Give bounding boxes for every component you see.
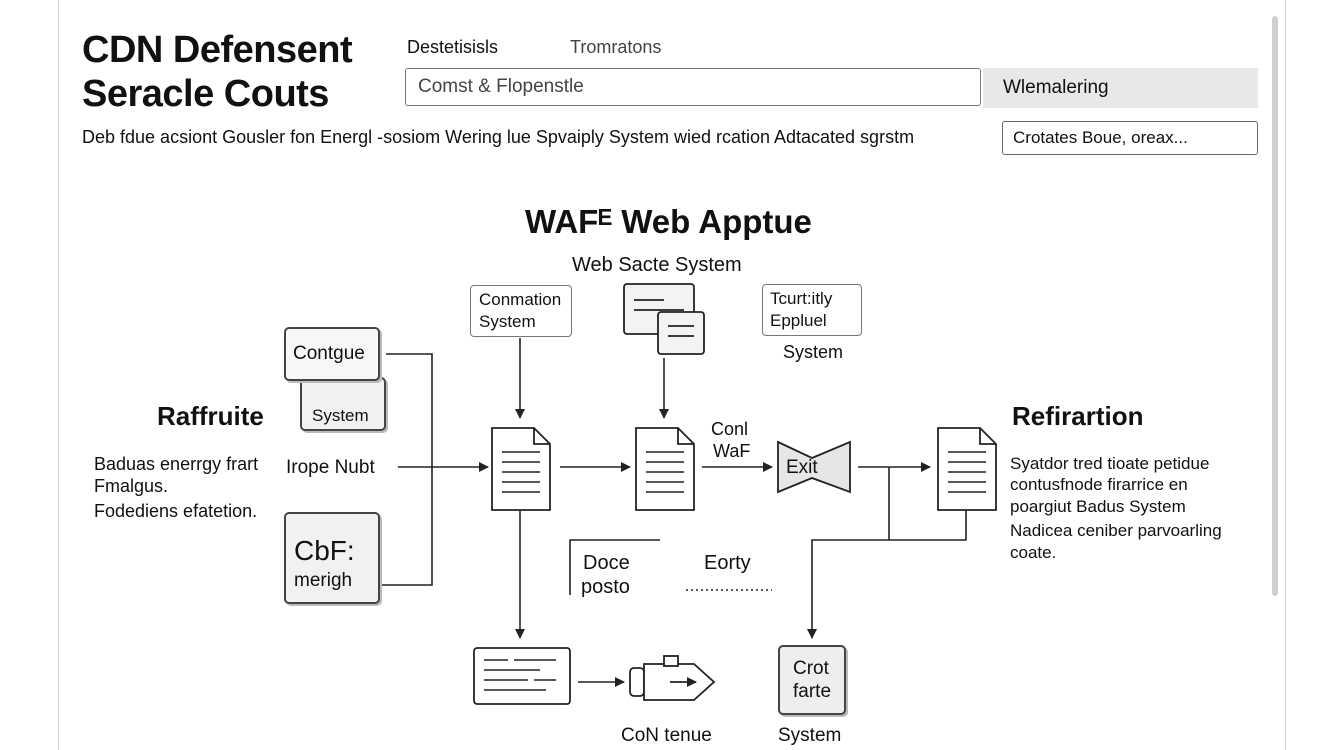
waf-label: WaF — [713, 441, 751, 461]
right-desc-line-2: contusfnode firarrice en — [1010, 475, 1188, 494]
left-desc-line-2: Fmalgus. — [94, 476, 169, 496]
conmation-label-2: System — [479, 312, 536, 331]
left-heading: Raffruite — [157, 401, 264, 431]
tcurt-caption: System — [783, 342, 844, 362]
right-desc-line-1: Syatdor tred tioate petidue — [1010, 454, 1210, 473]
diagram-subtitle: Web Sacte System — [572, 254, 742, 276]
scrollbar[interactable] — [1270, 10, 1280, 740]
right-heading: Refirartion — [1012, 401, 1144, 431]
doc3-to-crot-connector — [807, 467, 890, 639]
description-text: Deb fdue acsiont Gousler fon Energl -sos… — [82, 127, 915, 147]
bottom-left-label: CoN tenue — [621, 725, 712, 746]
cof-node[interactable]: CbF: merigh — [284, 512, 380, 604]
left-desc-line-3: Fodediens efatetion. — [94, 501, 258, 521]
options-select[interactable]: Crotates Boue, oreax... — [1002, 121, 1258, 155]
crot-label-2: farte — [793, 681, 832, 702]
cof-caption: merigh — [294, 570, 353, 591]
tcurt-label: Tcurt:itly — [770, 289, 833, 308]
right-desc-line-4: Nadicea ceniber parvoarling — [1010, 521, 1222, 540]
conmation-label: Conmation — [479, 290, 562, 309]
contgue-node[interactable]: Contgue — [284, 327, 380, 381]
left-desc-line-1: Baduas enerrgy frart — [94, 454, 259, 474]
system-node[interactable]: System — [300, 377, 386, 431]
connector-plug-icon — [629, 655, 716, 701]
exit-label: Exit — [786, 457, 818, 478]
doce-bracket — [569, 539, 660, 595]
scrollbar-thumb[interactable] — [1272, 16, 1278, 596]
contgue-node-label: Contgue — [293, 343, 365, 364]
document-icon — [937, 427, 997, 511]
diagram-title: WAFᴱ Web Apptue — [525, 203, 812, 240]
crot-caption: System — [778, 725, 842, 746]
document-icon — [635, 427, 695, 511]
page-title-line-2: Seracle Couts — [82, 73, 329, 115]
cof-label: CbF: — [294, 535, 355, 566]
conmation-node[interactable]: Conmation System — [470, 285, 572, 337]
contgue-bracket-connector — [382, 353, 433, 586]
page-title-line-1: CDN Defensent — [82, 29, 353, 71]
eorty-label: Eorty — [704, 552, 751, 574]
posto-label: posto — [581, 576, 630, 598]
search-input[interactable] — [405, 68, 981, 106]
doce-label: Doce — [583, 552, 630, 574]
right-desc-line-3: poargiut Badus System — [1010, 497, 1186, 516]
tab-tromratons[interactable]: Tromratons — [570, 37, 662, 57]
conl-label: Conl — [711, 419, 749, 439]
wlemalering-button[interactable]: Wlemalering — [983, 68, 1258, 108]
exit-node-shape — [777, 440, 851, 494]
input-label: Irope Nubt — [286, 457, 375, 478]
document-icon — [491, 427, 551, 511]
right-desc-line-5: coate. — [1010, 543, 1057, 562]
tab-destetisisls[interactable]: Destetisisls — [407, 37, 499, 57]
list-panel-icon — [473, 647, 571, 705]
crot-node[interactable]: Crot farte — [778, 645, 846, 715]
tcurt-label-2: Eppluel — [770, 311, 827, 330]
stacked-documents-icon — [623, 283, 705, 355]
system-node-label: System — [312, 406, 369, 425]
tcurt-node[interactable]: Tcurt:itly Eppluel — [762, 284, 862, 336]
doc3-return-connector — [889, 510, 967, 541]
crot-label: Crot — [793, 658, 829, 679]
